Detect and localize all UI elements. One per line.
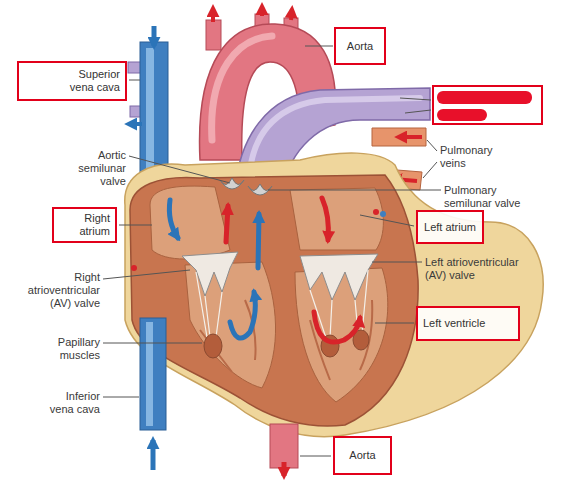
flow-arrow bbox=[230, 292, 255, 338]
right-atrium-cavity bbox=[150, 186, 230, 259]
tricuspid-valve bbox=[182, 252, 238, 296]
highlight bbox=[146, 322, 153, 426]
left-ventricle-cavity bbox=[295, 268, 388, 402]
redaction-bar bbox=[437, 109, 487, 121]
leader-line bbox=[268, 190, 441, 191]
leader-line bbox=[129, 80, 140, 81]
artery-branch bbox=[206, 20, 221, 50]
leader-line bbox=[103, 343, 202, 344]
leader-line bbox=[400, 98, 431, 100]
box-label-text: Right atrium bbox=[64, 212, 110, 238]
flow-arrow bbox=[152, 26, 157, 46]
leader-line bbox=[103, 270, 190, 279]
redacted-label bbox=[433, 86, 542, 124]
flow-arrow bbox=[398, 135, 422, 139]
box-label-text: Aorta bbox=[347, 40, 373, 53]
papillary-muscle bbox=[204, 334, 222, 358]
left-atrium-cavity bbox=[290, 188, 383, 250]
label-box: Aorta bbox=[333, 436, 392, 475]
label-box: Left ventricle bbox=[416, 306, 520, 341]
leader-line bbox=[427, 140, 437, 151]
heart bbox=[125, 153, 543, 437]
lower-vessels bbox=[140, 318, 298, 476]
part-label: Pulmonary semilunar valve bbox=[444, 184, 526, 210]
box-label-text: Superior vena cava bbox=[60, 68, 120, 94]
part-label: Right atrioventricular (AV) valve bbox=[14, 271, 100, 310]
flow-arrow bbox=[211, 8, 215, 22]
box-label-text: Aorta bbox=[349, 449, 375, 462]
coronary-vessel bbox=[373, 209, 379, 215]
chordae bbox=[196, 272, 222, 337]
coronary-vessel bbox=[131, 265, 137, 271]
leader-line bbox=[119, 225, 152, 226]
flow-arrow bbox=[291, 9, 292, 20]
flow-arrow bbox=[226, 206, 228, 242]
leader-line bbox=[375, 323, 414, 324]
aorta-vessel bbox=[270, 424, 298, 468]
aortic-valve bbox=[220, 178, 244, 189]
flow-arrows bbox=[169, 198, 360, 342]
box-label-text: Left ventricle bbox=[423, 317, 485, 330]
flow-arrow bbox=[260, 6, 264, 16]
vein bbox=[140, 318, 166, 430]
redaction-box bbox=[433, 86, 542, 124]
redaction-bar bbox=[437, 91, 532, 104]
leader-line bbox=[305, 46, 333, 47]
flow-arrow bbox=[282, 462, 287, 476]
flow-arrow bbox=[258, 214, 259, 268]
leader-line bbox=[129, 156, 230, 183]
flow-arrow bbox=[151, 440, 156, 470]
trabeculae bbox=[200, 300, 372, 380]
coronary-vessel bbox=[380, 211, 386, 217]
heart-outline bbox=[125, 153, 543, 437]
leader-line bbox=[372, 262, 422, 263]
flow-arrow bbox=[322, 198, 328, 240]
leader-line bbox=[300, 456, 331, 457]
leader-line bbox=[103, 397, 139, 398]
heart-muscle bbox=[130, 175, 418, 426]
flow-arrow bbox=[314, 312, 360, 342]
leader-line bbox=[423, 162, 437, 178]
flow-arrow bbox=[128, 122, 142, 126]
leader-line bbox=[360, 215, 414, 226]
leader-lines bbox=[103, 46, 441, 456]
part-label: Pulmonary veins bbox=[440, 144, 500, 170]
box-label-text: Left atrium bbox=[424, 221, 476, 234]
label-box: Right atrium bbox=[52, 207, 117, 243]
vein bbox=[372, 128, 426, 146]
part-label: Inferior vena cava bbox=[44, 390, 100, 416]
label-box: Aorta bbox=[334, 27, 386, 65]
label-box: Superior vena cava bbox=[17, 61, 127, 101]
part-label: Left atrioventricular (AV) valve bbox=[425, 256, 537, 282]
part-label: Papillary muscles bbox=[44, 336, 100, 362]
valves bbox=[182, 178, 378, 358]
part-label: Aortic semilunar valve bbox=[70, 149, 126, 188]
label-box: Left atrium bbox=[416, 210, 484, 244]
leader-line bbox=[405, 110, 431, 113]
flow-arrow bbox=[169, 200, 178, 238]
